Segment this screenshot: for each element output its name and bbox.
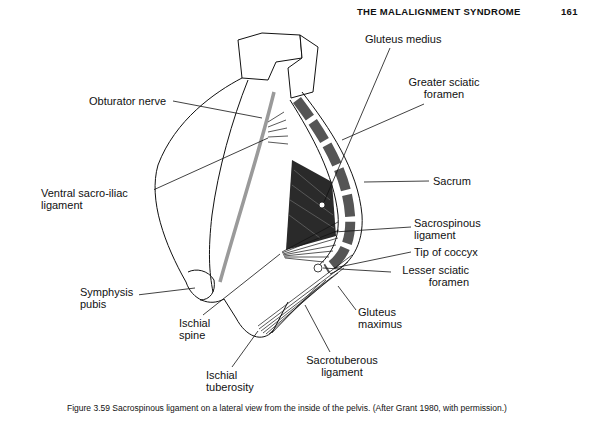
muscle-label: Gluteus maximus bbox=[357, 306, 419, 330]
figure-caption: Figure 3.59 Sacrospinous ligament on a l… bbox=[66, 403, 568, 413]
bone-label: Tip of coccyx bbox=[413, 246, 479, 258]
ligament-label: Ventral sacro-iliac ligament bbox=[40, 187, 154, 211]
page-number: 161 bbox=[560, 6, 579, 18]
leader-lines bbox=[137, 48, 429, 367]
bone-label: Ischial spine bbox=[178, 317, 226, 341]
bone-label: Ischial tuberosity bbox=[205, 369, 269, 393]
running-head: THE MALALIGNMENT SYNDROME bbox=[356, 6, 522, 18]
bone-label: Sacrum bbox=[432, 175, 472, 187]
foramen-label: Greater sciatic foramen bbox=[402, 76, 486, 100]
ligament-label: Sacrotuberous ligament bbox=[300, 354, 384, 378]
foramen-label: Lesser sciatic foramen bbox=[392, 264, 470, 288]
muscle-label: Gluteus medius bbox=[364, 33, 442, 45]
nerve-label: Obturator nerve bbox=[88, 95, 167, 107]
joint-label: Symphysis pubis bbox=[79, 286, 139, 310]
ligament-label: Sacrospinous ligament bbox=[413, 217, 489, 241]
